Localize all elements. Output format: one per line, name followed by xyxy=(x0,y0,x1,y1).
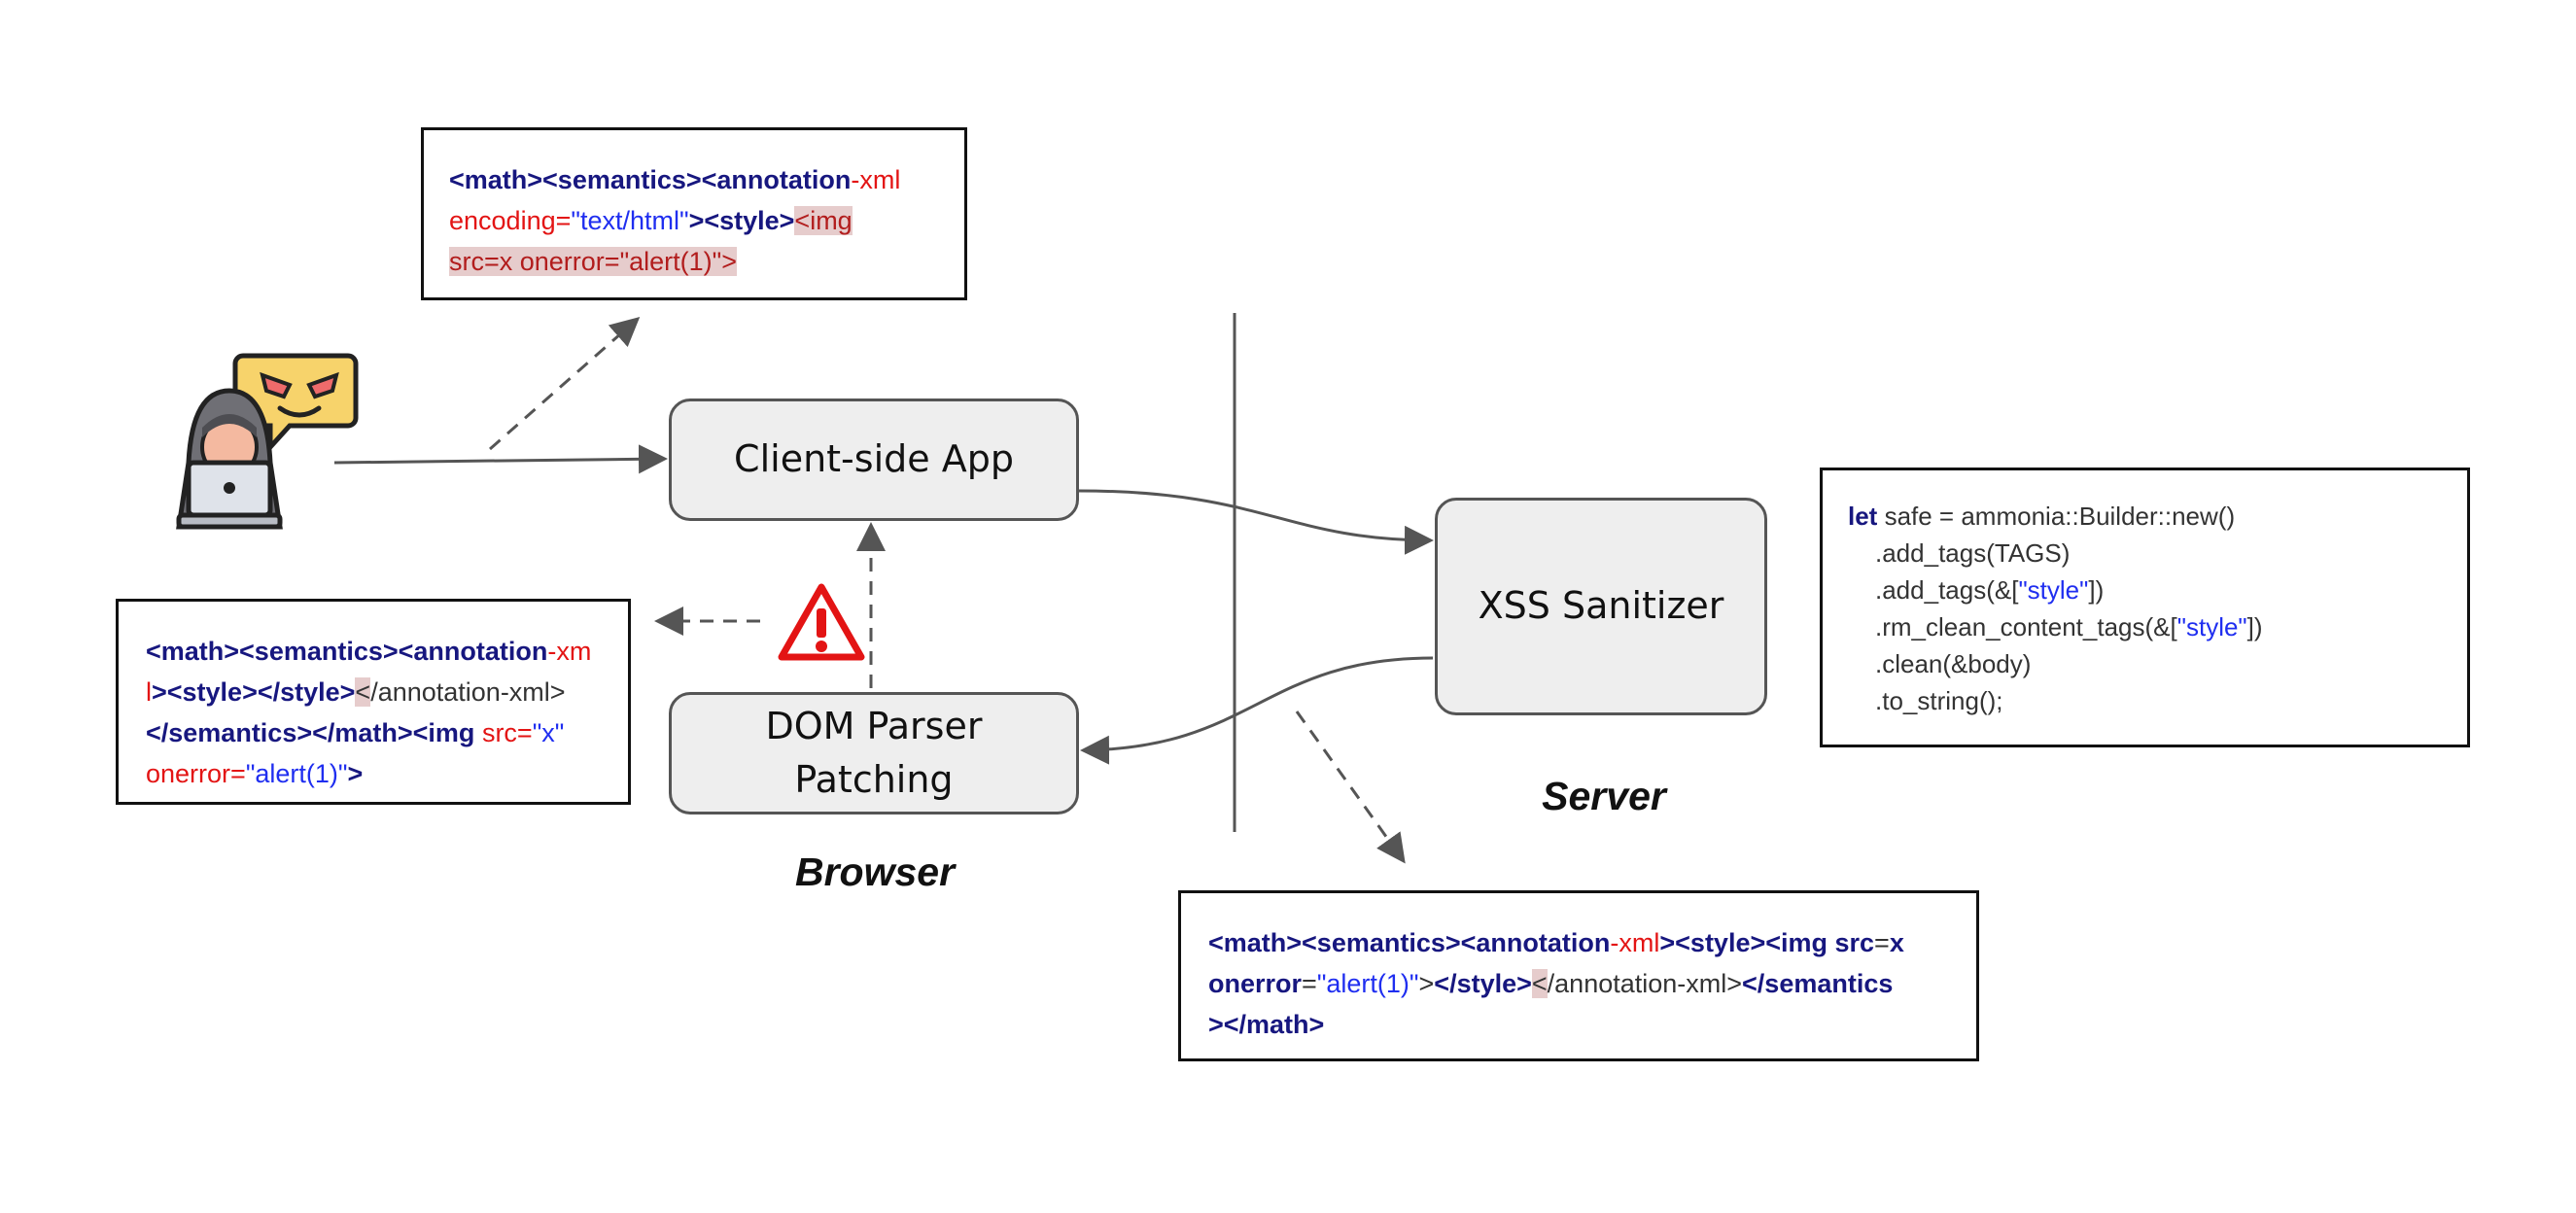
dom-parser-label-line1: DOM Parser xyxy=(765,704,983,747)
browser-output-line-1: <math><semantics><annotation-xm xyxy=(146,637,592,666)
sanitizer-output-line-2: onerror="alert(1)"></style></annotation-… xyxy=(1208,969,1894,998)
client-to-sanitizer-arrow xyxy=(1078,489,1434,555)
dom-parser-patching-node: DOM Parser Patching xyxy=(669,692,1079,814)
code-line-3: .add_tags(&["style"]) xyxy=(1875,575,2105,605)
warning-icon xyxy=(778,583,865,661)
browser-output-line-4: onerror="alert(1)"> xyxy=(146,759,364,788)
payload-line-1: <math><semantics><annotation-xml xyxy=(449,165,901,194)
code-line-5: .clean(&body) xyxy=(1875,649,2032,678)
attacker-payload-box: <math><semantics><annotation-xml encodin… xyxy=(421,127,967,300)
browser-output-line-3: </semantics></math><img src="x" xyxy=(146,718,565,747)
sanitizer-output-box: <math><semantics><annotation-xml><style>… xyxy=(1178,890,1979,1061)
code-line-6: .to_string(); xyxy=(1875,686,2003,715)
server-zone-label: Server xyxy=(1542,774,1666,818)
sanitizer-output-line-1: <math><semantics><annotation-xml><style>… xyxy=(1208,928,1904,957)
xss-sanitizer-node: XSS Sanitizer xyxy=(1435,498,1767,715)
hacker-icon xyxy=(176,353,359,530)
code-line-1: let safe = ammonia::Builder::new() xyxy=(1848,502,2236,531)
browser-zone-label: Browser xyxy=(794,849,956,894)
browser-parsed-output-box: <math><semantics><annotation-xm l><style… xyxy=(116,599,631,805)
xss-sanitizer-label: XSS Sanitizer xyxy=(1478,584,1724,628)
dom-parser-label: DOM Parser Patching xyxy=(766,700,983,807)
client-side-app-label: Client-side App xyxy=(734,437,1014,481)
dom-parser-label-line2: Patching xyxy=(794,758,954,801)
sanitizer-output-line-3: ></math> xyxy=(1208,1010,1325,1039)
code-line-2: .add_tags(TAGS) xyxy=(1875,538,2071,568)
payload-line-3: src=x onerror="alert(1)"> xyxy=(449,247,738,276)
attacker-payload-dashed-arrow xyxy=(489,317,641,451)
client-side-app-node: Client-side App xyxy=(669,399,1079,521)
sanitizer-output-dashed-arrow xyxy=(1295,710,1406,864)
attacker-to-client-arrow xyxy=(333,444,668,474)
sanitizer-config-code-box: let safe = ammonia::Builder::new() .add_… xyxy=(1820,468,2470,747)
browser-output-line-2: l><style></style></annotation-xml> xyxy=(146,677,566,707)
code-line-4: .rm_clean_content_tags(&["style"]) xyxy=(1875,612,2263,641)
sanitizer-to-parser-arrow xyxy=(1080,656,1434,765)
payload-line-2: encoding="text/html"><style><img xyxy=(449,206,853,235)
